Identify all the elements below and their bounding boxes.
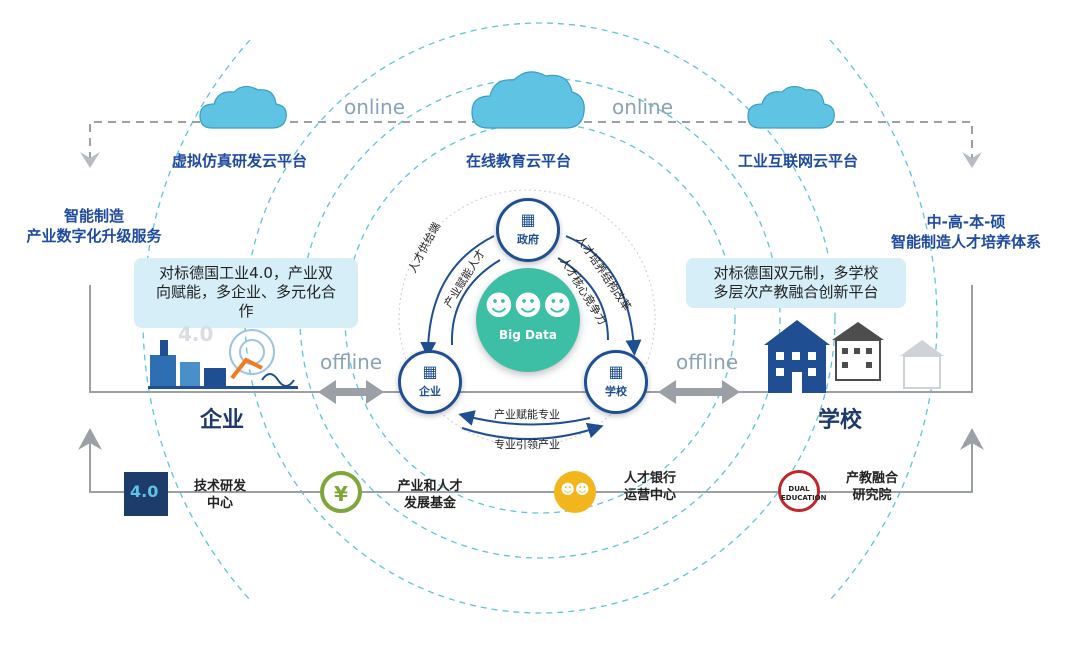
cloud-icon-right (747, 85, 835, 129)
arc-bottom-outer-label: 专业引领产业 (494, 438, 560, 451)
bottom-item1-label: 技术研发 中心 (180, 478, 260, 512)
building-icon: ▦ (608, 362, 624, 381)
dual-education-badge: DUAL EDUCATION (778, 470, 827, 512)
left-outer-arc (142, 39, 251, 601)
left-heading-line2: 产业数字化升级服务 (26, 227, 162, 245)
right-heading-line2: 智能制造人才培养体系 (890, 233, 1041, 251)
cloud-label-right: 工业互联网云平台 (738, 152, 859, 170)
cloud-icon-left (199, 85, 287, 129)
left-callout-line3: 作 (238, 302, 254, 320)
bottom-item3-label: 人才银行 运营中心 (612, 470, 688, 504)
school-title: 学校 (818, 408, 863, 433)
left-callout-line2: 向赋能，多企业、多元化合 (155, 283, 336, 301)
online-label-right: online (612, 95, 674, 119)
right-outer-arc (829, 39, 938, 601)
bottom-item1-line1: 技术研发 (193, 479, 246, 494)
building-icon: ▦ (520, 210, 536, 229)
left-callout: 对标德国工业4.0，产业双 向赋能，多企业、多元化合 作 (134, 258, 358, 328)
arc-sch-to-ent (458, 410, 591, 426)
arc-ent-to-sch (461, 422, 604, 440)
left-callout-line1: 对标德国工业4.0，产业双 (159, 264, 333, 282)
yuan-icon: ¥ (320, 471, 362, 513)
right-callout-line1: 对标德国双元制，多学校 (713, 264, 879, 282)
tech-tile-bg (124, 472, 168, 516)
left-down-chevron-icon (80, 152, 100, 168)
arc-gov-to-sch-outer (565, 235, 642, 356)
bottom-item1-line2: 中心 (206, 496, 233, 511)
left-up-arrow-icon (78, 428, 102, 450)
dual-line2: EDUCATION (781, 494, 827, 502)
bottom-item2-label: 产业和人才 发展基金 (382, 478, 478, 512)
offline-label-left: offline (320, 350, 383, 374)
right-heading: 中-高-本-硕 智能制造人才培养体系 (880, 212, 1052, 252)
school-building-icon (764, 320, 944, 393)
node-gov-label: 政府 (517, 233, 539, 246)
node-enterprise: ▦ 企业 (398, 350, 462, 414)
arc-bottom-inner-label: 产业赋能专业 (494, 408, 560, 421)
offline-right-double-arrow (658, 380, 740, 404)
right-callout: 对标德国双元制，多学校 多层次产教融合创新平台 (686, 258, 906, 308)
bottom-item2-line1: 产业和人才 (397, 479, 463, 494)
enterprise-title: 企业 (200, 408, 245, 433)
bottom-item2-line2: 发展基金 (403, 496, 456, 511)
factory-icon (148, 329, 298, 389)
tech-tile-label: 4.0 (130, 482, 159, 501)
offline-left-double-arrow (318, 380, 384, 404)
bottom-item4-line2: 研究院 (852, 488, 892, 503)
right-heading-line1: 中-高-本-硕 (926, 213, 1006, 231)
right-callout-line2: 多层次产教融合创新平台 (713, 283, 879, 301)
offline-label-right: offline (676, 350, 739, 374)
left-heading-line1: 智能制造 (63, 207, 124, 225)
left-heading: 智能制造 产业数字化升级服务 (14, 206, 174, 246)
factory-badge: 4.0 (178, 322, 214, 346)
cloud-label-left: 虚拟仿真研发云平台 (172, 152, 308, 170)
online-label-left: online (344, 95, 406, 119)
bottom-item3-line2: 运营中心 (623, 488, 676, 503)
cloud-icon-center (471, 71, 585, 129)
right-up-arrow-icon (960, 428, 984, 450)
people-group-icon: ☻☻☻ (484, 289, 572, 322)
dual-line1: DUAL (788, 485, 810, 493)
node-government: ▦ 政府 (496, 198, 560, 262)
bottom-service-line (89, 440, 973, 493)
building-icon: ▦ (422, 362, 438, 381)
bottom-item4-label: 产教融合 研究院 (836, 470, 908, 504)
big-data-hub: ☻☻☻ Big Data (476, 268, 580, 372)
hub-label: Big Data (499, 328, 557, 342)
node-school: ▦ 学校 (584, 350, 648, 414)
core-dotted-ring (398, 189, 656, 447)
right-down-chevron-icon (962, 152, 982, 168)
people-group-icon: ☻☻ (554, 471, 596, 513)
node-sch-label: 学校 (605, 385, 627, 398)
arc-gov-to-ent-outer (420, 235, 495, 358)
arc-gov-to-sch-inner (557, 257, 609, 341)
bottom-item3-line1: 人才银行 (623, 471, 676, 486)
arc-gov-to-ent-inner (450, 259, 501, 346)
bottom-item4-line1: 产教融合 (845, 471, 898, 486)
node-ent-label: 企业 (419, 385, 441, 398)
offline-main-line (89, 285, 973, 393)
cloud-label-center: 在线教育云平台 (466, 152, 572, 170)
